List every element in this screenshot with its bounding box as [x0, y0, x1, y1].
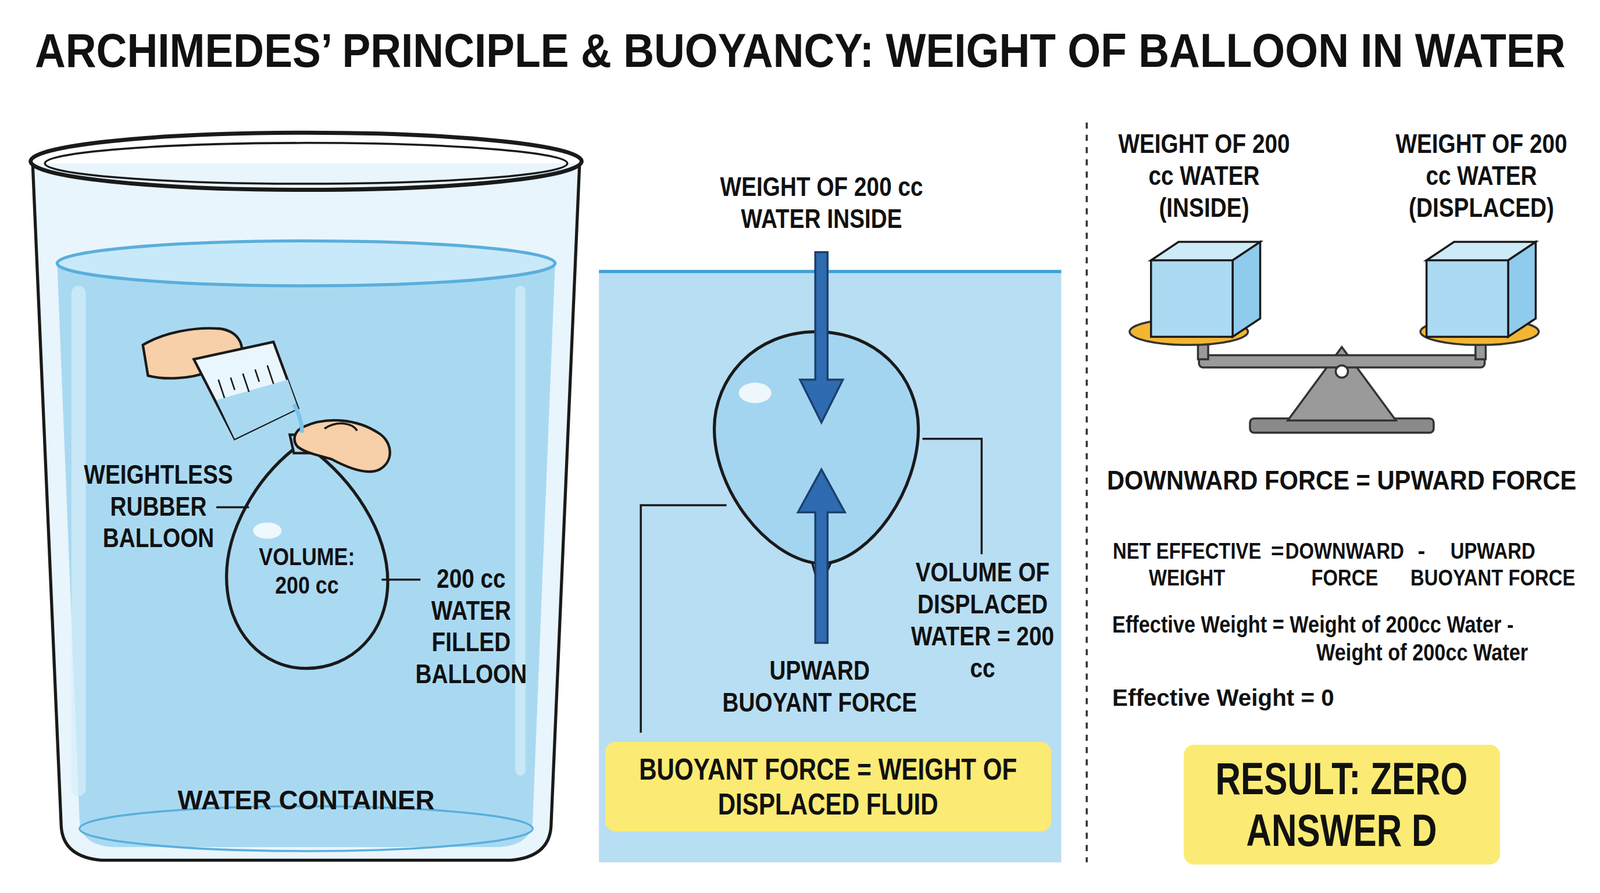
equation: DOWNWARD FORCE = UPWARD FORCE — [1106, 465, 1577, 498]
leader-line — [381, 578, 421, 581]
hand-holding-balloon — [294, 420, 391, 472]
equation-sign: - — [1417, 537, 1425, 565]
leader-line — [922, 438, 982, 555]
balloon-shine — [738, 382, 772, 403]
finger-line — [324, 423, 357, 431]
equation-term: NET EFFECTIVE WEIGHT — [1097, 537, 1277, 592]
balloon-volume: VOLUME: 200 cc — [226, 474, 388, 669]
equation: Effective Weight = Weight of 200cc Water… — [1112, 610, 1582, 667]
balloon-label: WEIGHTLESS RUBBER BALLOON — [71, 459, 245, 555]
equation-sign: = — [1270, 537, 1285, 565]
node-text: BUOYANT FORCE = WEIGHT OF DISPLACED FLUI… — [616, 751, 1040, 823]
volume-label: VOLUME OF DISPLACED WATER = 200 cc — [903, 556, 1062, 685]
water-container: VOLUME: 200 cc WATER CONTAINER — [30, 132, 582, 863]
equation-term: UPWARD BUOYANT FORCE — [1403, 537, 1582, 592]
node-text: WATER CONTAINER — [177, 785, 435, 816]
measuring-cup — [193, 341, 298, 439]
beaker-glass — [32, 163, 580, 861]
balance-scale — [1129, 241, 1539, 433]
water-line — [598, 269, 1062, 273]
water-panel — [598, 270, 1062, 863]
leader-line — [216, 506, 249, 509]
divider — [1085, 122, 1088, 863]
cube-side — [1232, 241, 1260, 337]
cube-side — [1508, 241, 1536, 337]
weight-arrow — [800, 252, 844, 423]
glass-highlight — [515, 286, 526, 776]
pivot-pin — [1335, 365, 1348, 378]
cube-front — [1151, 260, 1233, 338]
submerged-view — [598, 252, 1062, 863]
cube-front — [1426, 260, 1509, 338]
force-label: UPWARD BUOYANT FORCE — [712, 655, 927, 720]
equation: Effective Weight = 0 — [1112, 683, 1335, 712]
pouring-stream — [293, 404, 302, 433]
cup-water — [216, 379, 298, 439]
node-text: VOLUME: 200 cc — [245, 543, 369, 600]
water-cube — [1151, 241, 1261, 337]
balloon-label: 200 cc WATER FILLED BALLOON — [402, 563, 541, 691]
water-balloon — [226, 448, 388, 669]
pan-label: WEIGHT OF 200 cc WATER (DISPLACED) — [1387, 128, 1577, 224]
water-surface — [56, 240, 555, 286]
water-body — [56, 263, 555, 848]
pan-label: WEIGHT OF 200 cc WATER (INSIDE) — [1109, 128, 1299, 224]
glass-highlight — [71, 286, 87, 797]
water-cube — [1426, 241, 1537, 337]
force-label: WEIGHT OF 200 cc WATER INSIDE — [693, 171, 949, 236]
result-box: RESULT: ZERO ANSWER D — [1183, 744, 1500, 865]
balloon-shine — [252, 522, 282, 539]
title: ARCHIMEDES’ PRINCIPLE & BUOYANCY: WEIGHT… — [34, 22, 1566, 80]
beaker-rim — [30, 132, 582, 190]
beaker-rim-inner — [44, 143, 568, 184]
node-text: RESULT: ZERO ANSWER D — [1193, 752, 1491, 857]
buoyant-arrow — [797, 469, 845, 643]
principle-box: BUOYANT FORCE = WEIGHT OF DISPLACED FLUI… — [605, 741, 1052, 832]
leader-line — [640, 505, 727, 733]
beaker — [30, 132, 582, 860]
equation-term: DOWNWARD FORCE — [1283, 537, 1407, 592]
cup-scale-marks — [218, 365, 274, 398]
